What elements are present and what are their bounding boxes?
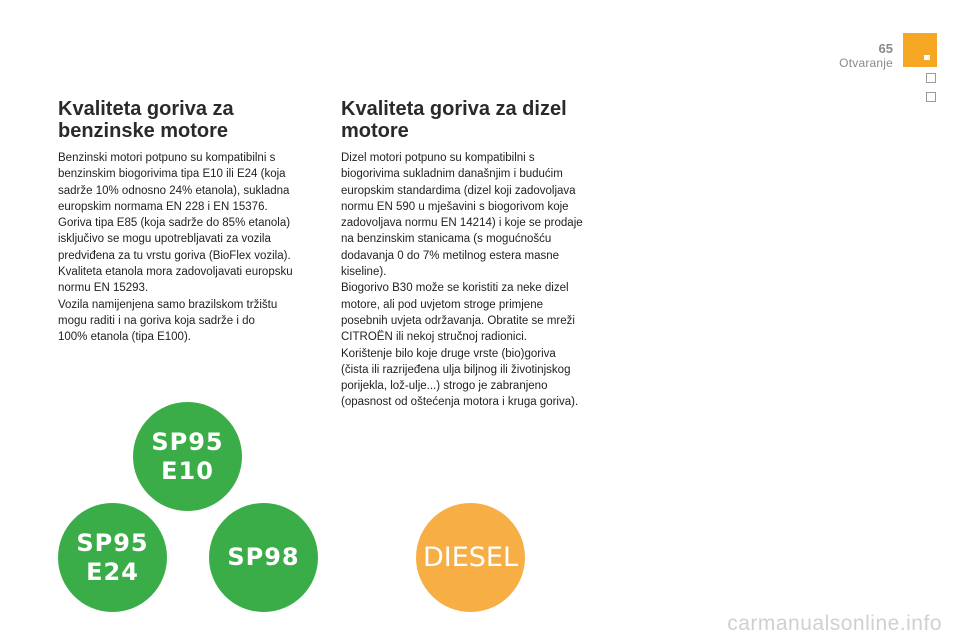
sp95-e10-line1: SP95 — [151, 427, 224, 456]
petrol-fuel-text: Benzinski motori potpuno su kompatibilni… — [58, 152, 293, 344]
diesel-fuel-title: Kvaliteta goriva za dizel motore — [341, 98, 567, 142]
diesel-fuel-section: Kvaliteta goriva za dizel motore Dizel m… — [341, 98, 606, 411]
petrol-fuel-title: Kvaliteta goriva za benzinske motore — [58, 98, 234, 142]
sp95-e24-badge: SP95 E24 — [58, 503, 167, 612]
diesel-fuel-text: Dizel motori potpuno su kompatibilni s b… — [341, 152, 583, 409]
section-tab-empty-2 — [926, 92, 936, 102]
section-tab-empty-1 — [926, 73, 936, 83]
diesel-label: DIESEL — [422, 542, 519, 573]
section-tab-active — [903, 33, 937, 67]
tab-marker-icon — [924, 55, 930, 60]
section-name: Otvaranje — [839, 56, 893, 70]
watermark: carmanualsonline.info — [727, 612, 942, 635]
sp95-e10-badge: SP95 E10 — [133, 402, 242, 511]
diesel-badge: DIESEL — [416, 503, 525, 612]
page-number: 65 — [878, 41, 893, 56]
sp95-e10-line2: E10 — [161, 456, 214, 485]
sp98-label: SP98 — [227, 543, 300, 571]
petrol-fuel-section: Kvaliteta goriva za benzinske motore Ben… — [58, 98, 323, 346]
sp95-e24-line1: SP95 — [76, 528, 149, 557]
sp98-badge: SP98 — [209, 503, 318, 612]
sp95-e24-line2: E24 — [86, 557, 139, 586]
